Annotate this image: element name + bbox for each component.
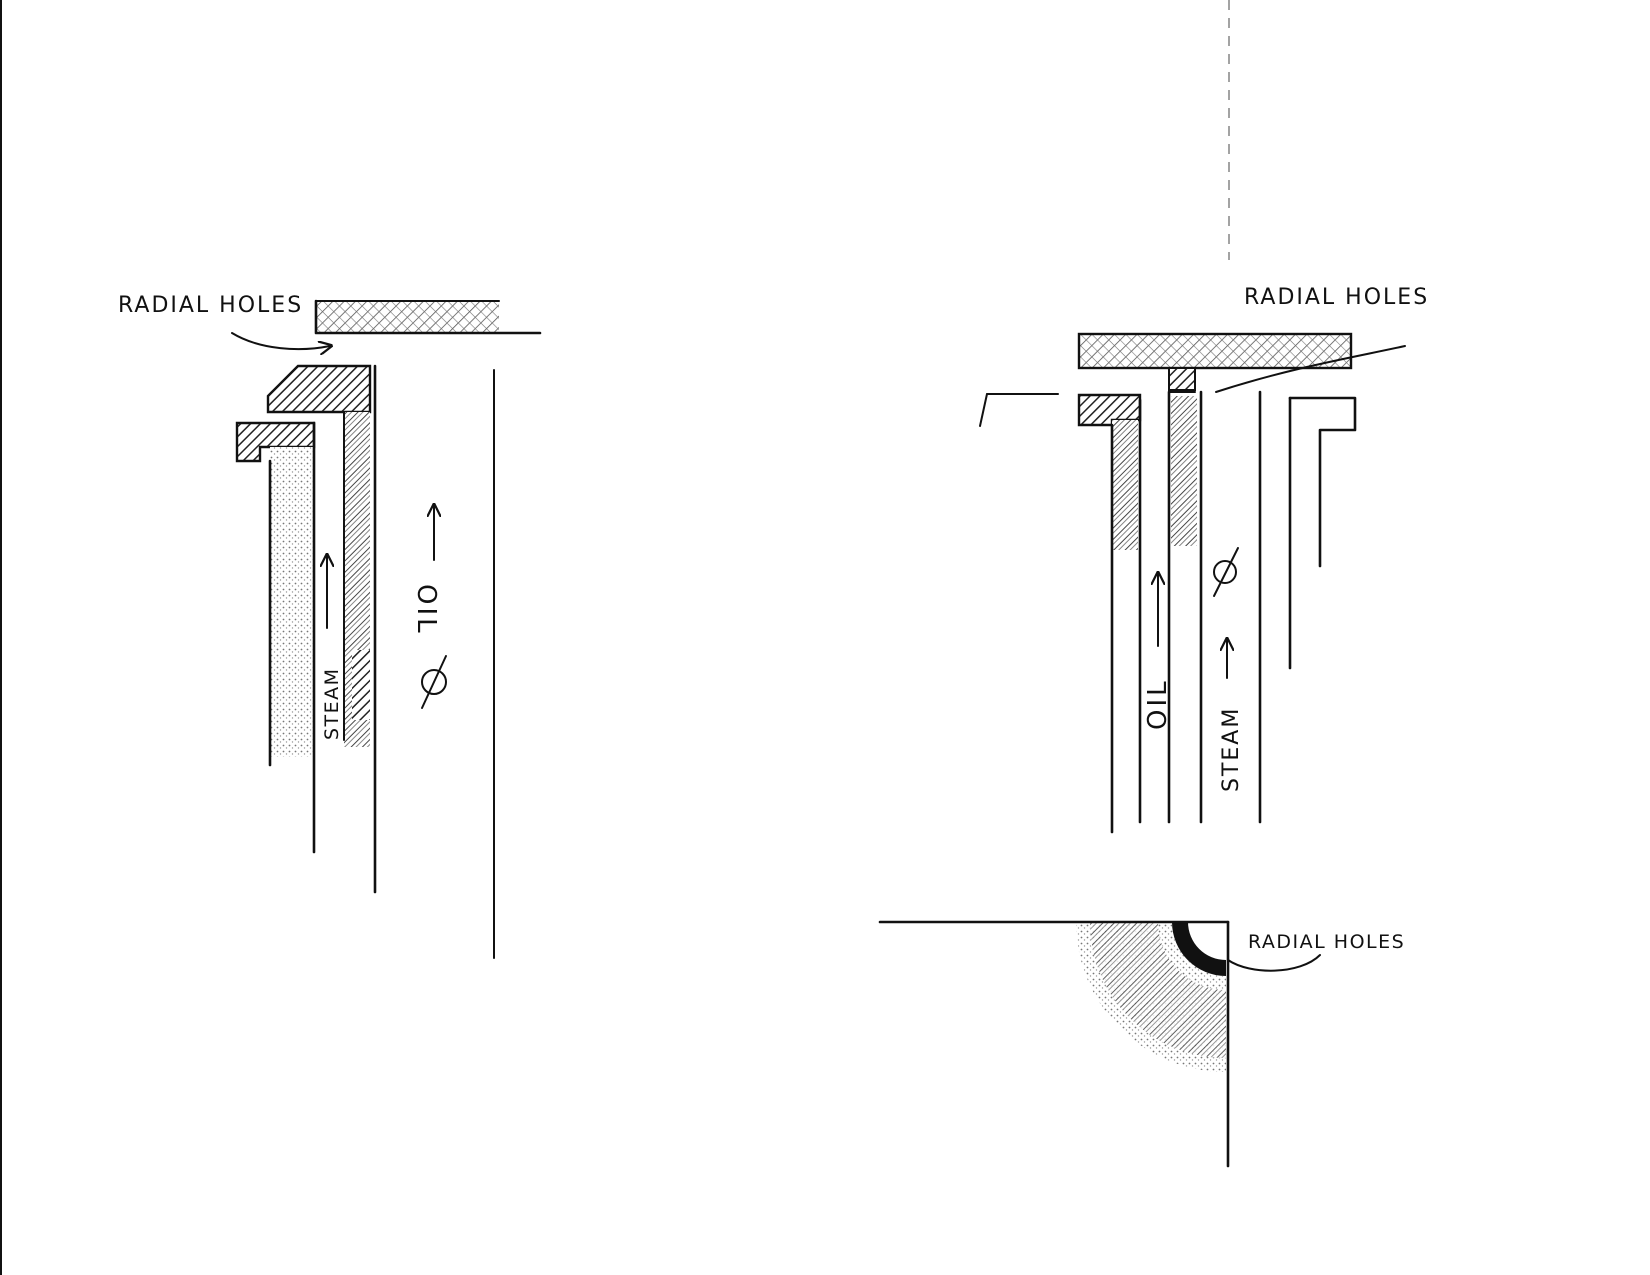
right-oil-label: OIL [1143, 678, 1173, 730]
end-view: RADIAL HOLES [878, 920, 1405, 1168]
end-view-radial-holes [1172, 922, 1226, 976]
end-view-ring-hatch [1090, 922, 1226, 1058]
right-section-view: RADIAL HOLES OIL STEAM [979, 285, 1429, 834]
right-steam-label: STEAM [1219, 707, 1244, 792]
left-top-plate [316, 301, 499, 333]
left-nozzle-block [266, 364, 372, 414]
left-radial-holes-label: RADIAL HOLES [118, 293, 303, 318]
bottom-radial-holes-label: RADIAL HOLES [1248, 931, 1405, 953]
right-radial-leader [1215, 345, 1406, 393]
right-inner-wall [1171, 396, 1197, 546]
right-center-stem-top [1168, 367, 1196, 391]
left-section-view: RADIAL HOLES STEAM OIL [118, 293, 542, 959]
left-radial-leader [231, 332, 330, 349]
right-centerline-symbol [1213, 547, 1239, 597]
left-inner-wall-dark [352, 650, 370, 720]
bottom-radial-leader [1227, 954, 1321, 972]
right-outer-wall [1112, 420, 1138, 550]
right-radial-holes-label: RADIAL HOLES [1244, 285, 1429, 310]
left-outer-wall [270, 447, 314, 757]
left-centerline-symbol [421, 655, 447, 709]
left-steam-label: STEAM [321, 667, 343, 740]
left-oil-label: OIL [411, 584, 441, 636]
right-top-plate [1077, 332, 1353, 370]
